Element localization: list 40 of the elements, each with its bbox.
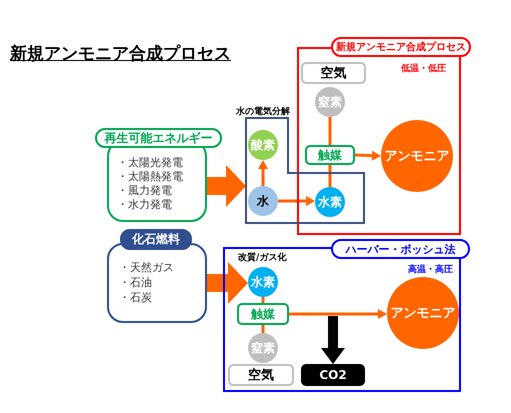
- catalyst-box: 触媒: [305, 145, 355, 165]
- list-item: ・天然ガス: [119, 261, 174, 274]
- arrow: [354, 150, 381, 161]
- frame-title-tab: 新規アンモニア合成プロセス: [331, 37, 471, 57]
- arrow: [278, 196, 315, 206]
- list-item: ・太陽熱発電: [117, 170, 183, 183]
- connector-line: [262, 297, 264, 303]
- list-item: ・石油: [119, 276, 152, 289]
- substance-circle: 窒素: [248, 333, 278, 363]
- connector-line: [328, 117, 332, 145]
- connector-line: [262, 325, 264, 333]
- list-item: ・石炭: [119, 291, 152, 304]
- category-heading: 化石燃料: [120, 229, 192, 250]
- arrow: [289, 309, 387, 319]
- frame-title-tab: ハーバー・ボッシュ法: [331, 239, 470, 259]
- condition-note: 低温・低圧: [401, 62, 446, 75]
- substance-circle: 酸素: [248, 130, 278, 160]
- block-arrow: [207, 262, 248, 304]
- frame-heading: 水の電気分解: [236, 105, 290, 118]
- block-arrow: [207, 165, 246, 207]
- catalyst-box: 触媒: [237, 303, 289, 325]
- source-box: 空気: [228, 364, 294, 386]
- block-arrow: [321, 316, 345, 364]
- arrow: [258, 160, 268, 186]
- substance-circle: 水: [248, 186, 278, 216]
- substance-circle: アンモニア: [381, 120, 453, 192]
- substance-circle: アンモニア: [387, 277, 459, 349]
- list-item: ・風力発電: [117, 184, 172, 197]
- substance-circle: 水素: [315, 187, 345, 217]
- output-box: CO2: [301, 364, 365, 386]
- list-item: ・水力発電: [117, 198, 172, 211]
- substance-circle: 水素: [248, 267, 278, 297]
- condition-note: 高温・高圧: [408, 263, 453, 276]
- list-item: ・太陽光発電: [117, 156, 183, 169]
- diagram-title: 新規アンモニア合成プロセス: [10, 43, 231, 65]
- process-label: 改質/ガス化: [238, 251, 286, 264]
- category-heading: 再生可能エネルギー: [95, 128, 222, 148]
- connector-line: [328, 165, 332, 187]
- source-box: 空気: [301, 62, 366, 84]
- substance-circle: 窒素: [315, 87, 345, 117]
